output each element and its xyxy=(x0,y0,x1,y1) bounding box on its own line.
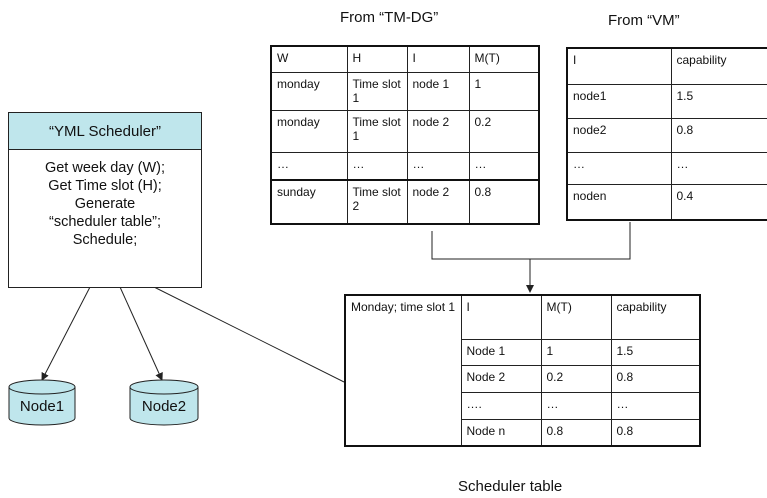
table-cell: 0.4 xyxy=(670,183,767,221)
table-cell: 0.8 xyxy=(610,418,701,447)
column-header: M(T) xyxy=(540,294,612,340)
table-cell: sunday xyxy=(270,179,348,225)
table-row: … … xyxy=(566,151,767,185)
table-row: node2 0.8 xyxy=(566,117,767,153)
column-header: I xyxy=(566,47,672,85)
table-cell: 1.5 xyxy=(670,83,767,119)
table-cell: Time slot 1 xyxy=(346,109,408,153)
table-cell: … xyxy=(270,151,348,181)
table-cell: Node n xyxy=(460,418,542,447)
table-cell: monday xyxy=(270,71,348,111)
column-header: I xyxy=(460,294,542,340)
column-header: H xyxy=(346,45,408,73)
table-corner-cell: Monday; time slot 1 xyxy=(344,294,462,447)
table-row: sunday Time slot 2 node 2 0.8 xyxy=(270,179,540,225)
table-cell: 1.5 xyxy=(610,338,701,366)
scheduler-step: Get week day (W); xyxy=(44,160,166,176)
connector-result-to-scheduler xyxy=(137,278,345,383)
table-header-row: Monday; time slot 1 I M(T) capability xyxy=(344,294,701,447)
table-row: noden 0.4 xyxy=(566,183,767,221)
table-header-row: W H I M(T) xyxy=(270,45,540,73)
caption-scheduler-table: Scheduler table xyxy=(458,478,563,495)
table-row: Node 1 1 1.5 xyxy=(345,338,701,366)
scheduler-step: Schedule; xyxy=(72,232,138,248)
column-header: M(T) xyxy=(468,45,540,73)
table-row: monday Time slot 1 node 2 0.2 xyxy=(270,109,540,153)
table-cell: 0.8 xyxy=(610,364,701,393)
caption-tm-dg: From “TM-DG” xyxy=(340,9,439,26)
table-cell: … xyxy=(468,151,540,181)
table-cell: Time slot 1 xyxy=(346,71,408,111)
connector-scheduler-node1 xyxy=(41,286,91,381)
table-cell: … xyxy=(610,391,701,420)
column-header: I xyxy=(406,45,470,73)
table-cell: node 2 xyxy=(406,179,470,225)
table-cell: 1 xyxy=(540,338,612,366)
scheduler-step: “scheduler table”; xyxy=(48,214,162,230)
table-cell: node1 xyxy=(566,83,672,119)
yml-scheduler-steps: Get week day (W); Get Time slot (H); Gen… xyxy=(9,150,201,249)
table-cell: … xyxy=(406,151,470,181)
connector-scheduler-node2 xyxy=(119,286,163,381)
table-row: node1 1.5 xyxy=(566,83,767,119)
table-row: …. … … xyxy=(345,391,701,420)
table-header-row: I capability xyxy=(566,47,767,85)
table-cell: 0.8 xyxy=(540,418,612,447)
yml-scheduler-box: “YML Scheduler” Get week day (W); Get Ti… xyxy=(8,112,202,288)
node2-label: Node2 xyxy=(141,398,187,415)
table-cell: … xyxy=(670,151,767,185)
table-row: Node n 0.8 0.8 xyxy=(345,418,701,447)
scheduler-step: Generate xyxy=(74,196,136,212)
table-cell: … xyxy=(540,391,612,420)
connector-tm-dg xyxy=(431,231,530,260)
node2-cylinder xyxy=(129,379,199,426)
table-cell: 0.2 xyxy=(540,364,612,393)
tm-dg-table: W H I M(T) monday Time slot 1 node 1 1 m… xyxy=(270,45,540,225)
vm-table: I capability node1 1.5 node2 0.8 … … nod… xyxy=(566,47,767,221)
table-cell: Time slot 2 xyxy=(346,179,408,225)
table-cell: noden xyxy=(566,183,672,221)
column-header: W xyxy=(270,45,348,73)
table-cell: …. xyxy=(460,391,542,420)
table-cell: Node 2 xyxy=(460,364,542,393)
table-cell: … xyxy=(566,151,672,185)
connector-vm xyxy=(530,222,631,260)
table-cell: node 1 xyxy=(406,71,470,111)
scheduler-step: Get Time slot (H); xyxy=(48,178,162,194)
caption-vm: From “VM” xyxy=(608,12,680,29)
node1-cylinder xyxy=(8,379,76,426)
table-cell: node2 xyxy=(566,117,672,153)
table-cell: 0.8 xyxy=(670,117,767,153)
scheduler-result-table: Monday; time slot 1 I M(T) capability No… xyxy=(344,294,701,447)
table-row: Node 2 0.2 0.8 xyxy=(345,364,701,393)
table-cell: 1 xyxy=(468,71,540,111)
table-cell: … xyxy=(346,151,408,181)
table-cell: 0.8 xyxy=(468,179,540,225)
table-row: monday Time slot 1 node 1 1 xyxy=(270,71,540,111)
column-header: capability xyxy=(610,294,701,340)
table-cell: Node 1 xyxy=(460,338,542,366)
table-row: … … … … xyxy=(270,151,540,181)
table-cell: monday xyxy=(270,109,348,153)
table-cell: 0.2 xyxy=(468,109,540,153)
node1-label: Node1 xyxy=(19,398,65,415)
column-header: capability xyxy=(670,47,767,85)
yml-scheduler-title: “YML Scheduler” xyxy=(9,113,201,150)
table-cell: node 2 xyxy=(406,109,470,153)
